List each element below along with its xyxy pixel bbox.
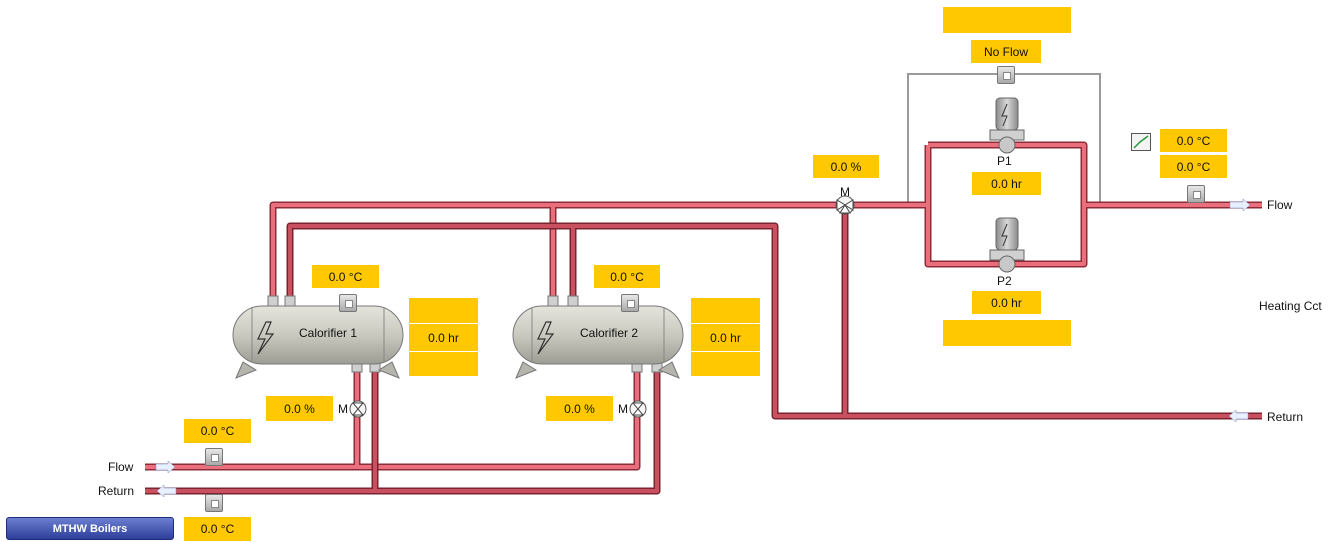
flow-switch-icon[interactable] bbox=[997, 66, 1015, 84]
calorifier-2-valve-letter: M bbox=[618, 402, 628, 416]
primary-return-temp: 0.0 °C bbox=[184, 517, 251, 541]
heating-valve-position: 0.0 % bbox=[813, 155, 879, 178]
pump-2-icon[interactable] bbox=[989, 217, 1025, 273]
calorifier-2-valve-position: 0.0 % bbox=[546, 396, 613, 421]
calorifier-1-temp: 0.0 °C bbox=[312, 265, 379, 288]
calorifier-1-sensor-icon[interactable] bbox=[339, 294, 357, 312]
heating-flow-temp-2: 0.0 °C bbox=[1160, 155, 1227, 178]
mthw-boilers-button[interactable]: MTHW Boilers bbox=[6, 517, 174, 540]
heating-valve-icon[interactable] bbox=[835, 195, 855, 215]
primary-flow-label: Flow bbox=[108, 460, 134, 474]
calorifier-2-name: Calorifier 2 bbox=[580, 326, 639, 340]
pump-1-icon[interactable] bbox=[989, 97, 1025, 154]
heating-flow-temp-1: 0.0 °C bbox=[1160, 129, 1227, 152]
heating-flow-pipe bbox=[269, 141, 1262, 298]
calorifier-2-status-top bbox=[691, 298, 760, 323]
calorifier-2-runtime: 0.0 hr bbox=[691, 324, 760, 351]
pump-1-runtime: 0.0 hr bbox=[972, 172, 1041, 195]
pump-2-label: P2 bbox=[997, 274, 1012, 288]
arrow-icon bbox=[155, 198, 1251, 498]
heating-flow-sensor-icon[interactable] bbox=[1187, 185, 1205, 203]
calorifier-2-temp: 0.0 °C bbox=[594, 265, 660, 288]
pump-1-label: P1 bbox=[997, 154, 1012, 168]
trend-chart-icon[interactable] bbox=[1131, 133, 1151, 151]
flow-status-value: No Flow bbox=[971, 40, 1041, 63]
primary-return-label: Return bbox=[98, 484, 135, 498]
heating-return-label: Return bbox=[1267, 410, 1304, 424]
calorifier-2-status-bottom bbox=[691, 352, 760, 376]
calorifier-2-tank[interactable] bbox=[512, 305, 684, 379]
calorifier-1-tank[interactable] bbox=[232, 305, 404, 379]
primary-flow-temp: 0.0 °C bbox=[184, 419, 251, 443]
calorifier-1-valve-letter: M bbox=[338, 402, 348, 416]
heating-return-pipe bbox=[286, 210, 1262, 420]
heating-flow-label: Flow bbox=[1267, 198, 1293, 212]
calorifier-1-runtime: 0.0 hr bbox=[409, 324, 478, 351]
pump-2-runtime: 0.0 hr bbox=[972, 291, 1041, 314]
calorifier-2-valve-icon[interactable] bbox=[629, 400, 647, 418]
heating-valve-letter: M bbox=[840, 185, 850, 199]
heating-status-bottom bbox=[943, 320, 1071, 346]
calorifier-1-status-bottom bbox=[409, 352, 478, 376]
primary-return-pipe bbox=[145, 370, 661, 495]
calorifier-1-name: Calorifier 1 bbox=[299, 326, 358, 340]
heating-status-top bbox=[943, 7, 1071, 33]
calorifier-2-sensor-icon[interactable] bbox=[621, 294, 639, 312]
calorifier-1-valve-icon[interactable] bbox=[349, 400, 367, 418]
calorifier-1-valve-position: 0.0 % bbox=[266, 396, 333, 421]
heating-circuit-label: Heating Cct bbox=[1259, 299, 1322, 313]
primary-flow-sensor-icon[interactable] bbox=[205, 448, 223, 466]
calorifier-1-status-top bbox=[409, 298, 478, 323]
primary-return-sensor-icon[interactable] bbox=[205, 494, 223, 512]
